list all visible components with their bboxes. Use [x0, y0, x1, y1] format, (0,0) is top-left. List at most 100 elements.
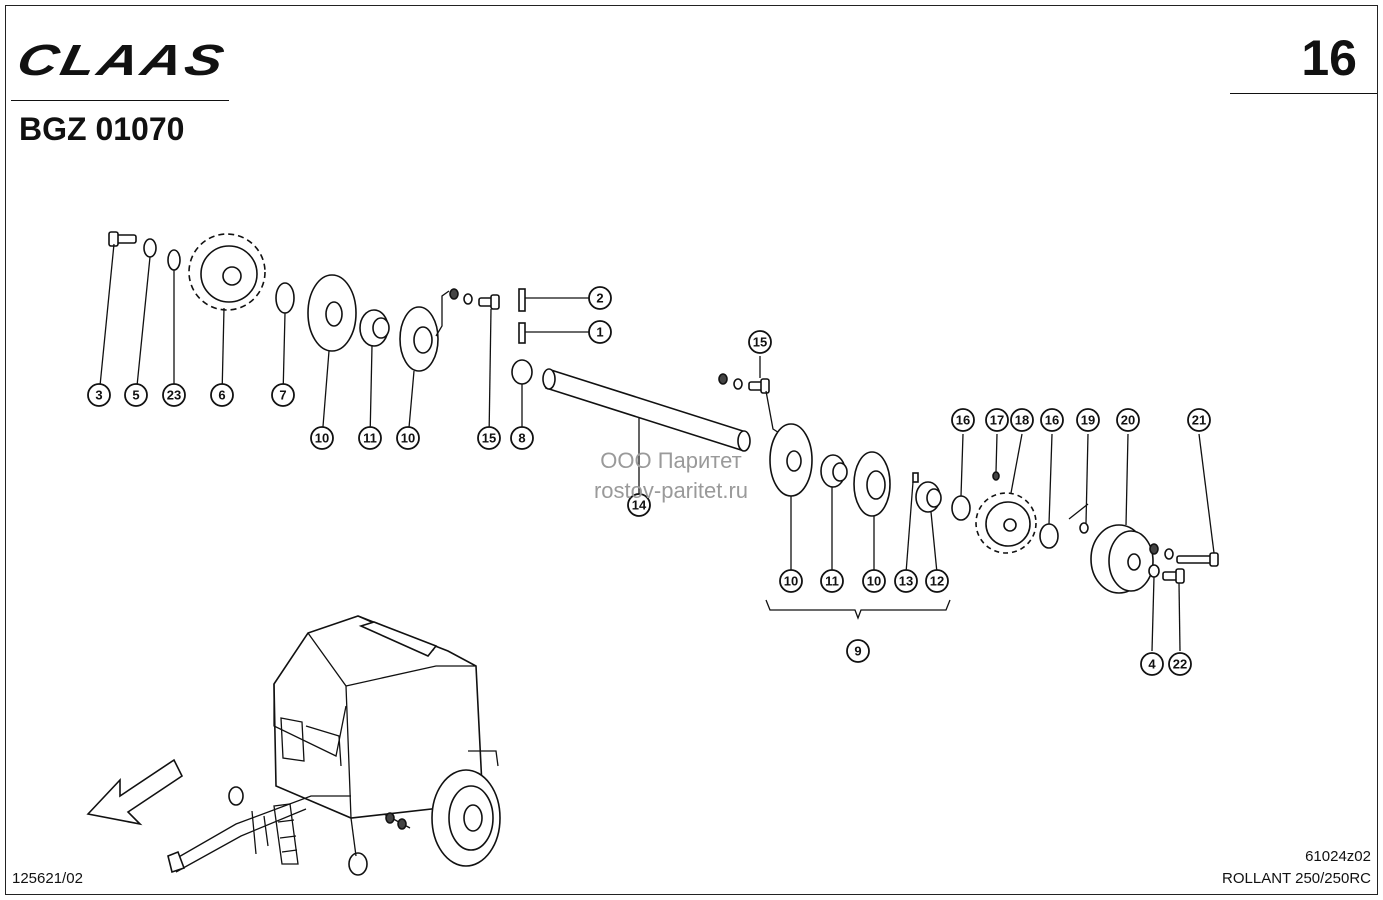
plate-10-d	[853, 451, 891, 517]
travel-direction-arrow-icon	[86, 758, 184, 826]
svg-text:7: 7	[279, 388, 286, 403]
header-rule-right	[1230, 93, 1377, 94]
callout-4[interactable]: 4	[1140, 652, 1164, 676]
callout-3[interactable]: 3	[87, 383, 111, 407]
bolt-3	[108, 231, 137, 247]
sheet-reference: 125621/02	[12, 870, 83, 887]
svg-text:4: 4	[1148, 657, 1156, 672]
key-13	[912, 472, 919, 483]
callout-16-b[interactable]: 16	[1040, 408, 1064, 432]
shaft-14	[542, 368, 751, 452]
svg-text:1: 1	[596, 325, 603, 340]
callout-11-a[interactable]: 11	[358, 426, 382, 450]
svg-text:10: 10	[315, 431, 329, 446]
svg-text:10: 10	[867, 574, 881, 589]
pin-2	[518, 288, 526, 312]
parts-sheet: CLAAS 16 BGZ 01070	[5, 5, 1378, 895]
callout-11-b[interactable]: 11	[820, 569, 844, 593]
nut-b	[718, 373, 728, 385]
svg-text:14: 14	[632, 498, 647, 513]
bushing-7	[275, 282, 295, 314]
callout-22[interactable]: 22	[1168, 652, 1192, 676]
callout-1[interactable]: 1	[588, 320, 612, 344]
svg-text:22: 22	[1173, 657, 1187, 672]
callout-14[interactable]: 14	[627, 493, 651, 517]
bearing-11-b	[820, 454, 848, 488]
callout-23[interactable]: 23	[162, 383, 186, 407]
svg-text:21: 21	[1192, 413, 1206, 428]
exploded-parts-drawing: 3 5 23 6 7 10 11 10 15 8 2 1 15 14 10 11…	[86, 231, 1219, 876]
bearing-11-a	[359, 309, 390, 347]
callout-10-a[interactable]: 10	[310, 426, 334, 450]
callout-16-a[interactable]: 16	[951, 408, 975, 432]
bearing-12	[915, 481, 942, 513]
bracket-9	[765, 599, 951, 620]
baler-machine-illustration	[167, 615, 501, 876]
callout-5[interactable]: 5	[124, 383, 148, 407]
washer-5	[143, 238, 157, 258]
svg-text:12: 12	[930, 574, 944, 589]
callout-18[interactable]: 18	[1010, 408, 1034, 432]
seal-8	[511, 359, 533, 385]
bolt-22	[1162, 568, 1185, 584]
callout-2[interactable]: 2	[588, 286, 612, 310]
diagram-code: BGZ 01070	[19, 111, 185, 147]
washer-23	[167, 249, 181, 271]
svg-text:23: 23	[167, 388, 181, 403]
screw-17	[992, 471, 1000, 481]
svg-text:5: 5	[132, 388, 139, 403]
svg-text:10: 10	[401, 431, 415, 446]
sprocket-18	[975, 492, 1037, 554]
pin-1	[518, 322, 526, 344]
callout-10-d[interactable]: 10	[862, 569, 886, 593]
bolt-15-b	[748, 378, 770, 394]
callout-13[interactable]: 13	[894, 569, 918, 593]
svg-text:15: 15	[753, 335, 767, 350]
svg-text:15: 15	[482, 431, 496, 446]
svg-text:13: 13	[899, 574, 913, 589]
bolt-21	[1176, 552, 1219, 567]
callout-17[interactable]: 17	[985, 408, 1009, 432]
svg-text:11: 11	[363, 431, 377, 446]
svg-text:20: 20	[1121, 413, 1135, 428]
svg-text:6: 6	[218, 388, 225, 403]
callout-21[interactable]: 21	[1187, 408, 1211, 432]
svg-text:8: 8	[518, 431, 525, 446]
header-rule-left	[11, 100, 229, 101]
washer-c	[1164, 548, 1174, 560]
nut-a	[449, 288, 459, 300]
hub-20	[1090, 524, 1154, 594]
svg-text:18: 18	[1015, 413, 1029, 428]
spacer-16-b	[1039, 523, 1059, 549]
callout-10-b[interactable]: 10	[396, 426, 420, 450]
svg-text:11: 11	[825, 574, 839, 589]
callout-9[interactable]: 9	[846, 639, 870, 663]
callouts: 3 5 23 6 7 10 11 10 15 8 2 1 15 14 10 11…	[87, 286, 1211, 676]
svg-text:16: 16	[956, 413, 970, 428]
washer-4	[1148, 564, 1160, 578]
plate-10-c	[769, 423, 813, 497]
callout-15-b[interactable]: 15	[748, 330, 772, 354]
plate-10-a	[307, 274, 357, 352]
svg-text:16: 16	[1045, 413, 1059, 428]
leader-lines	[98, 243, 1215, 652]
svg-text:2: 2	[596, 291, 603, 306]
callout-15-a[interactable]: 15	[477, 426, 501, 450]
nut-c	[1149, 543, 1159, 555]
page-number: 16	[1301, 30, 1357, 86]
washer-a	[463, 293, 473, 305]
callout-19[interactable]: 19	[1076, 408, 1100, 432]
callout-20[interactable]: 20	[1116, 408, 1140, 432]
callout-10-c[interactable]: 10	[779, 569, 803, 593]
svg-text:10: 10	[784, 574, 798, 589]
callout-7[interactable]: 7	[271, 383, 295, 407]
svg-text:3: 3	[95, 388, 102, 403]
svg-text:19: 19	[1081, 413, 1095, 428]
callout-12[interactable]: 12	[925, 569, 949, 593]
spacer-16-a	[951, 495, 971, 521]
model-name: ROLLANT 250/250RC	[1222, 870, 1371, 887]
svg-text:17: 17	[990, 413, 1004, 428]
callout-6[interactable]: 6	[210, 383, 234, 407]
sprocket-6	[188, 233, 266, 311]
callout-8[interactable]: 8	[510, 426, 534, 450]
